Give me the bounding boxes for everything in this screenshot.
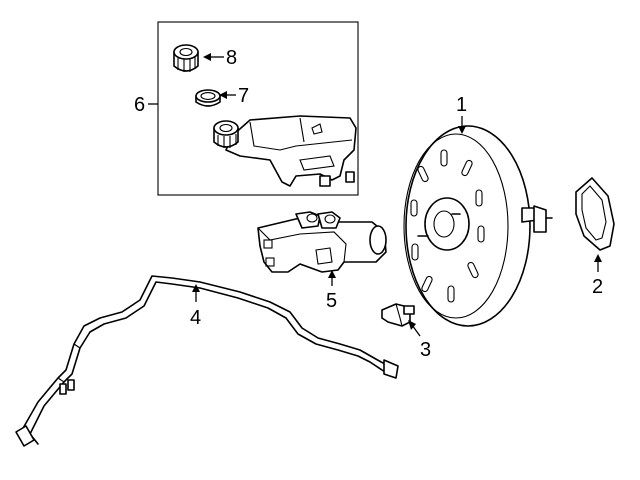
callout-8: 8: [226, 47, 237, 69]
callout-5: 5: [326, 290, 337, 312]
seal-ring-part: [195, 89, 221, 107]
callout-7-arrow: [219, 91, 227, 99]
callout-3: 3: [420, 339, 431, 361]
reservoir-kit-group: 6 8 7: [134, 21, 359, 196]
callout-1-arrow: [458, 126, 466, 134]
callout-2: 2: [592, 276, 603, 298]
reservoir-body-part: [213, 115, 357, 187]
callout-8-arrow: [203, 53, 211, 61]
gasket-part: [575, 177, 615, 251]
callout-3-arrow: [408, 320, 416, 330]
callout-4-arrow: [192, 284, 200, 292]
callout-2-arrow: [594, 254, 602, 262]
brake-booster-part: [403, 125, 553, 327]
reservoir-cap-part: [173, 44, 199, 72]
vacuum-hose-part: [15, 275, 399, 447]
reservoir-kit-frame: [157, 21, 359, 196]
callout-6: 6: [134, 94, 145, 116]
master-cylinder-part: [257, 211, 387, 273]
callout-4: 4: [190, 307, 201, 329]
callout-1: 1: [456, 94, 467, 116]
callout-5-arrow: [328, 270, 336, 278]
callout-7: 7: [238, 85, 249, 107]
